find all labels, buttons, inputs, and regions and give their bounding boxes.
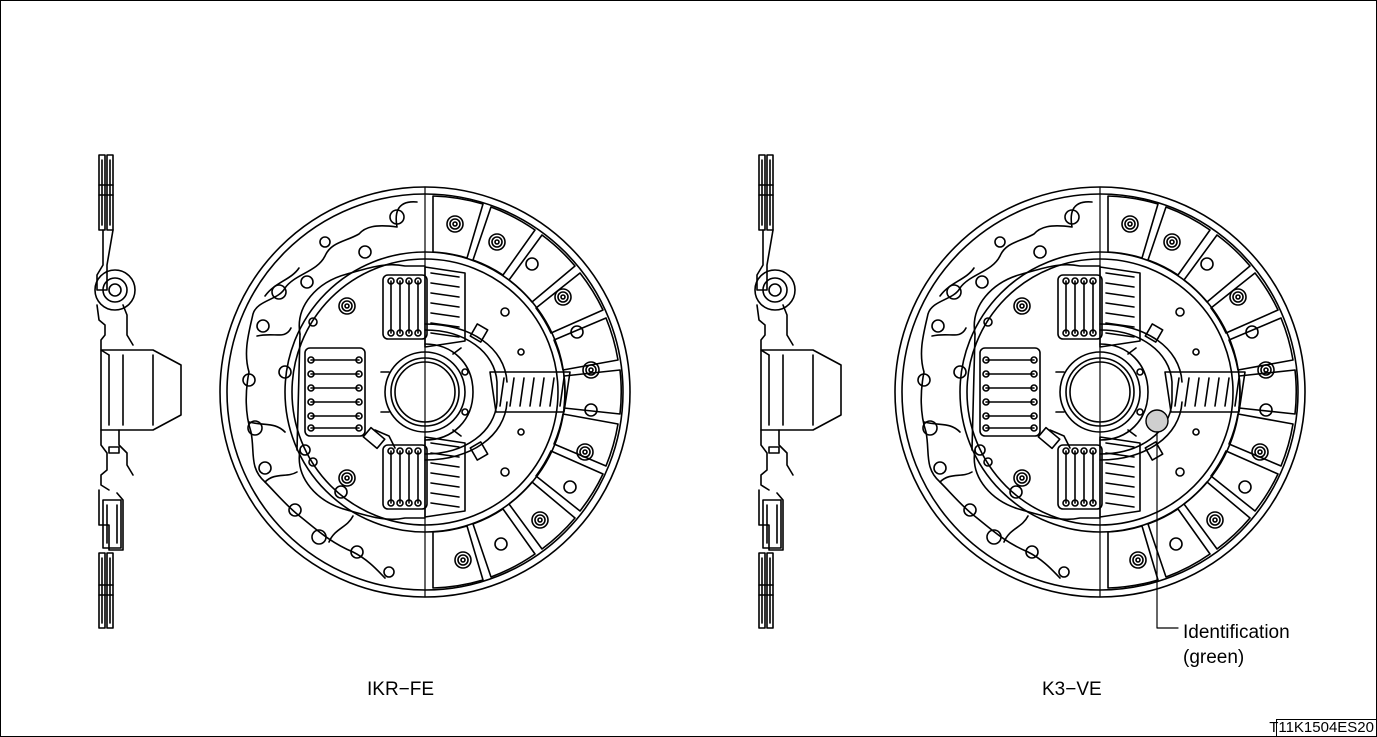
- figure-code: T11K1504ES20: [1269, 719, 1374, 736]
- left-model-label: IKR−FE: [367, 679, 435, 700]
- figure-code-box: [1276, 719, 1377, 737]
- right-model-label: K3−VE: [1042, 679, 1102, 700]
- right-side-profile: [754, 154, 842, 629]
- identification-mark: [1145, 409, 1169, 433]
- left-clutch-disc: [220, 187, 630, 597]
- right-clutch-disc: [895, 187, 1305, 597]
- left-side-profile: [94, 154, 182, 629]
- identification-leader-line: [1156, 431, 1179, 629]
- identification-label: Identification: [1183, 622, 1290, 643]
- identification-color-label: (green): [1183, 647, 1245, 668]
